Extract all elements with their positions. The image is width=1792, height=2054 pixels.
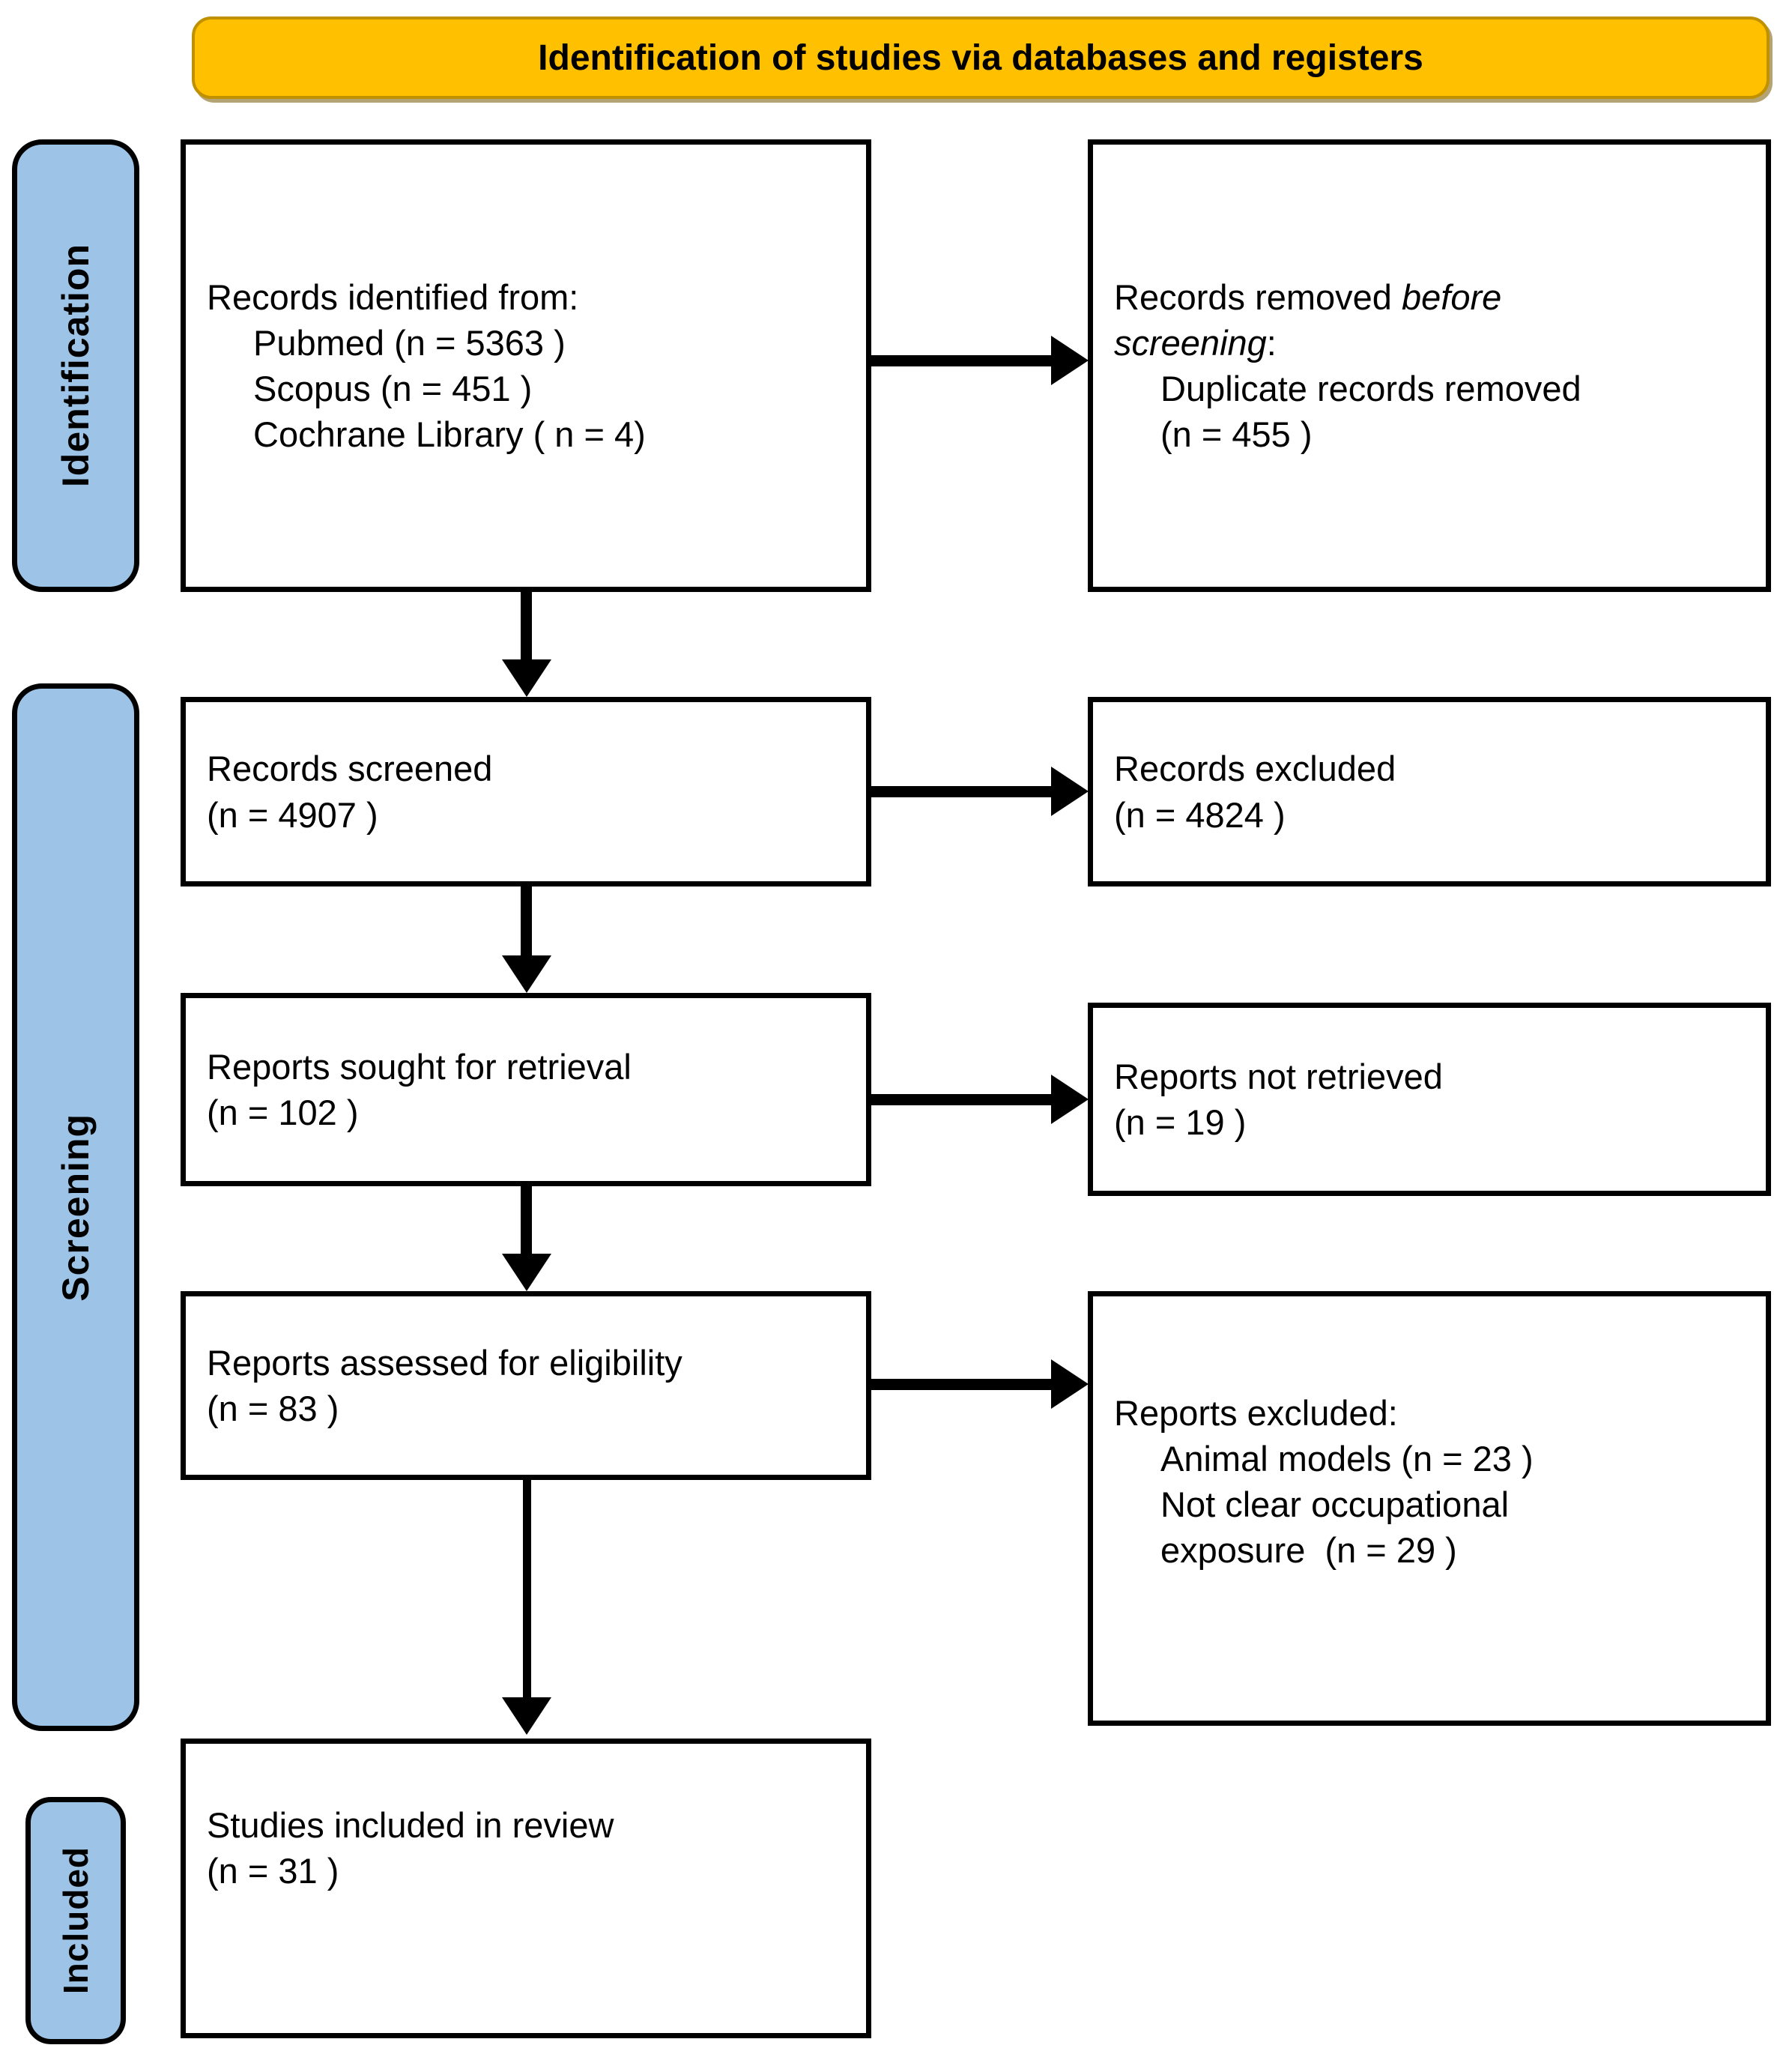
box-reports-excluded: Reports excluded: Animal models (n = 23 … [1088,1291,1771,1726]
reports-assessed-line-2: (n = 83 ) [207,1389,339,1428]
identification-banner: Identification of studies via databases … [192,16,1770,99]
records-excluded-line-1: Records excluded [1114,749,1396,789]
box-reports-assessed-for-eligibility: Reports assessed for eligibility (n = 83… [181,1291,871,1480]
arrowhead-assessed-to-excluded [1051,1359,1089,1409]
box-records-screened: Records screened (n = 4907 ) [181,697,871,886]
records-removed-line-2: screening: [1114,320,1745,366]
box-records-identified: Records identified from: Pubmed (n = 536… [181,139,871,592]
records-screened-line-1: Records screened [207,749,493,789]
connector-sought-to-not-retrieved [871,1094,1051,1105]
records-removed-line-1: Records removed before [1114,274,1745,320]
reports-excluded-line-2: Animal models (n = 23 ) [1160,1439,1534,1479]
records-identified-line-1: Records identified from: [207,277,579,317]
records-removed-line-2-plain: : [1266,322,1277,363]
studies-included-line-1: Studies included in review [207,1805,614,1845]
connector-assessed-to-excluded [871,1379,1051,1390]
arrowhead-screened-to-sought [502,955,551,993]
studies-included-line-2: (n = 31 ) [207,1851,339,1891]
reports-assessed-line-1: Reports assessed for eligibility [207,1342,682,1383]
connector-identified-to-screened [521,592,532,659]
records-identified-line-4: Cochrane Library ( n = 4) [253,414,646,455]
stage-label-screening: Screening [55,1113,97,1302]
box-reports-not-retrieved: Reports not retrieved (n = 19 ) [1088,1003,1771,1196]
reports-excluded-line-1: Reports excluded: [1114,1393,1398,1433]
connector-identified-to-removed [871,355,1051,366]
records-removed-line-3: Duplicate records removed [1160,369,1581,408]
records-removed-line-1-plain: Records removed [1114,277,1402,317]
connector-assessed-to-included [523,1480,531,1697]
reports-sought-line-1: Reports sought for retrieval [207,1046,632,1087]
records-removed-line-1-italic: before [1402,277,1502,317]
arrowhead-sought-to-assessed [502,1254,551,1291]
connector-screened-to-sought [521,886,532,955]
box-records-excluded: Records excluded (n = 4824 ) [1088,697,1771,886]
arrowhead-sought-to-not-retrieved [1051,1075,1089,1124]
box-reports-sought-for-retrieval: Reports sought for retrieval (n = 102 ) [181,993,871,1186]
arrowhead-identified-to-screened [502,659,551,697]
connector-sought-to-assessed [521,1186,532,1254]
arrowhead-assessed-to-included [502,1697,551,1735]
box-records-removed-before-screening: Records removed before screening: Duplic… [1088,139,1771,592]
stage-label-identification: Identification [55,244,97,488]
stage-label-included: Included [56,1846,95,1995]
records-identified-line-3: Scopus (n = 451 ) [253,369,533,408]
connector-screened-to-excluded [871,786,1051,797]
reports-not-retrieved-line-2: (n = 19 ) [1114,1102,1247,1142]
banner-title: Identification of studies via databases … [538,37,1423,78]
arrowhead-screened-to-excluded [1051,767,1089,816]
records-excluded-line-2: (n = 4824 ) [1114,794,1286,835]
reports-excluded-line-3: Not clear occupational [1160,1484,1510,1525]
records-removed-line-4: (n = 455 ) [1160,414,1313,455]
stage-tab-identification: Identification [12,139,139,592]
reports-excluded-line-4: exposure (n = 29 ) [1160,1530,1457,1571]
reports-not-retrieved-line-1: Reports not retrieved [1114,1056,1443,1096]
reports-sought-line-2: (n = 102 ) [207,1093,359,1132]
records-identified-line-2: Pubmed (n = 5363 ) [253,322,566,363]
stage-tab-screening: Screening [12,683,139,1731]
records-screened-line-2: (n = 4907 ) [207,794,378,835]
box-studies-included-in-review: Studies included in review (n = 31 ) [181,1739,871,2038]
records-removed-line-2-italic: screening [1114,322,1267,363]
stage-tab-included: Included [25,1797,126,2044]
arrowhead-identified-to-removed [1051,336,1089,385]
